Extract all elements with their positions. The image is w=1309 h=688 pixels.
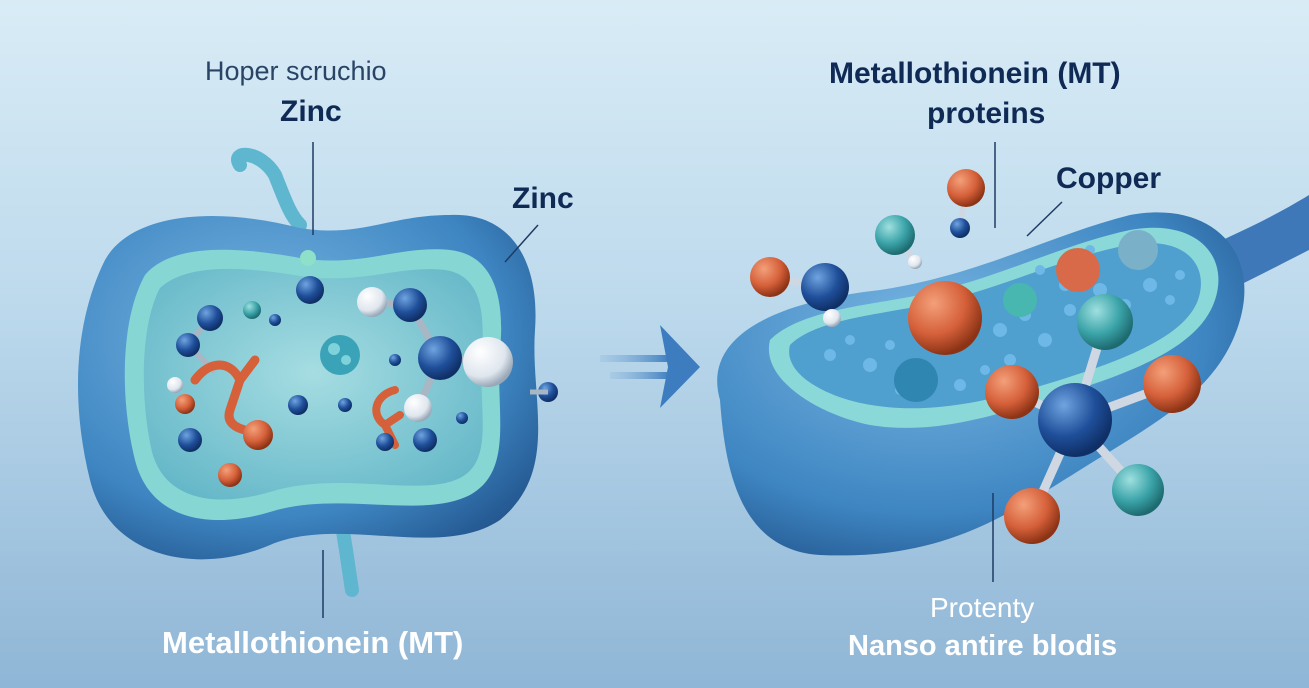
molecule-cluster-right: [357, 287, 558, 452]
protein-cluster-blue: [894, 358, 938, 402]
left-top-caption: Hoper scruchio: [205, 56, 387, 86]
molecule-cluster-left: [167, 276, 360, 487]
leader-line-copper: [1026, 201, 1063, 237]
left-cell: [78, 147, 558, 597]
copper-cluster: [908, 281, 982, 355]
protein-cluster-teal: [1003, 283, 1037, 317]
left-zinc-side-label: Zinc: [512, 182, 574, 215]
protein-cluster-left: [320, 335, 360, 375]
molecule-floating-left: [750, 215, 922, 327]
protein-cluster-grey: [1118, 230, 1158, 270]
molecule-floating-top: [947, 169, 985, 238]
right-bottom-label: Nanso antire blodis: [848, 630, 1118, 662]
right-mt-label-line1: Metallothionein (MT): [829, 57, 1121, 90]
leader-line-zinc-side: [504, 224, 539, 263]
copper-cluster-small: [1056, 248, 1100, 292]
double-chevron-right-icon: [600, 325, 700, 408]
left-mt-bottom-label: Metallothionein (MT): [162, 625, 464, 660]
molecule-tetrahedral: [985, 294, 1201, 544]
vesicle-dots: [824, 245, 1185, 395]
right-bottom-caption: Protenty: [930, 592, 1035, 623]
zinc-ion-top: [300, 250, 316, 266]
left-zinc-top-label: Zinc: [280, 95, 342, 128]
cell-cytoplasm: [143, 268, 483, 500]
right-mt-label-line2: proteins: [927, 97, 1046, 130]
right-copper-label: Copper: [1056, 162, 1161, 195]
cell-filament-top: [231, 147, 307, 232]
